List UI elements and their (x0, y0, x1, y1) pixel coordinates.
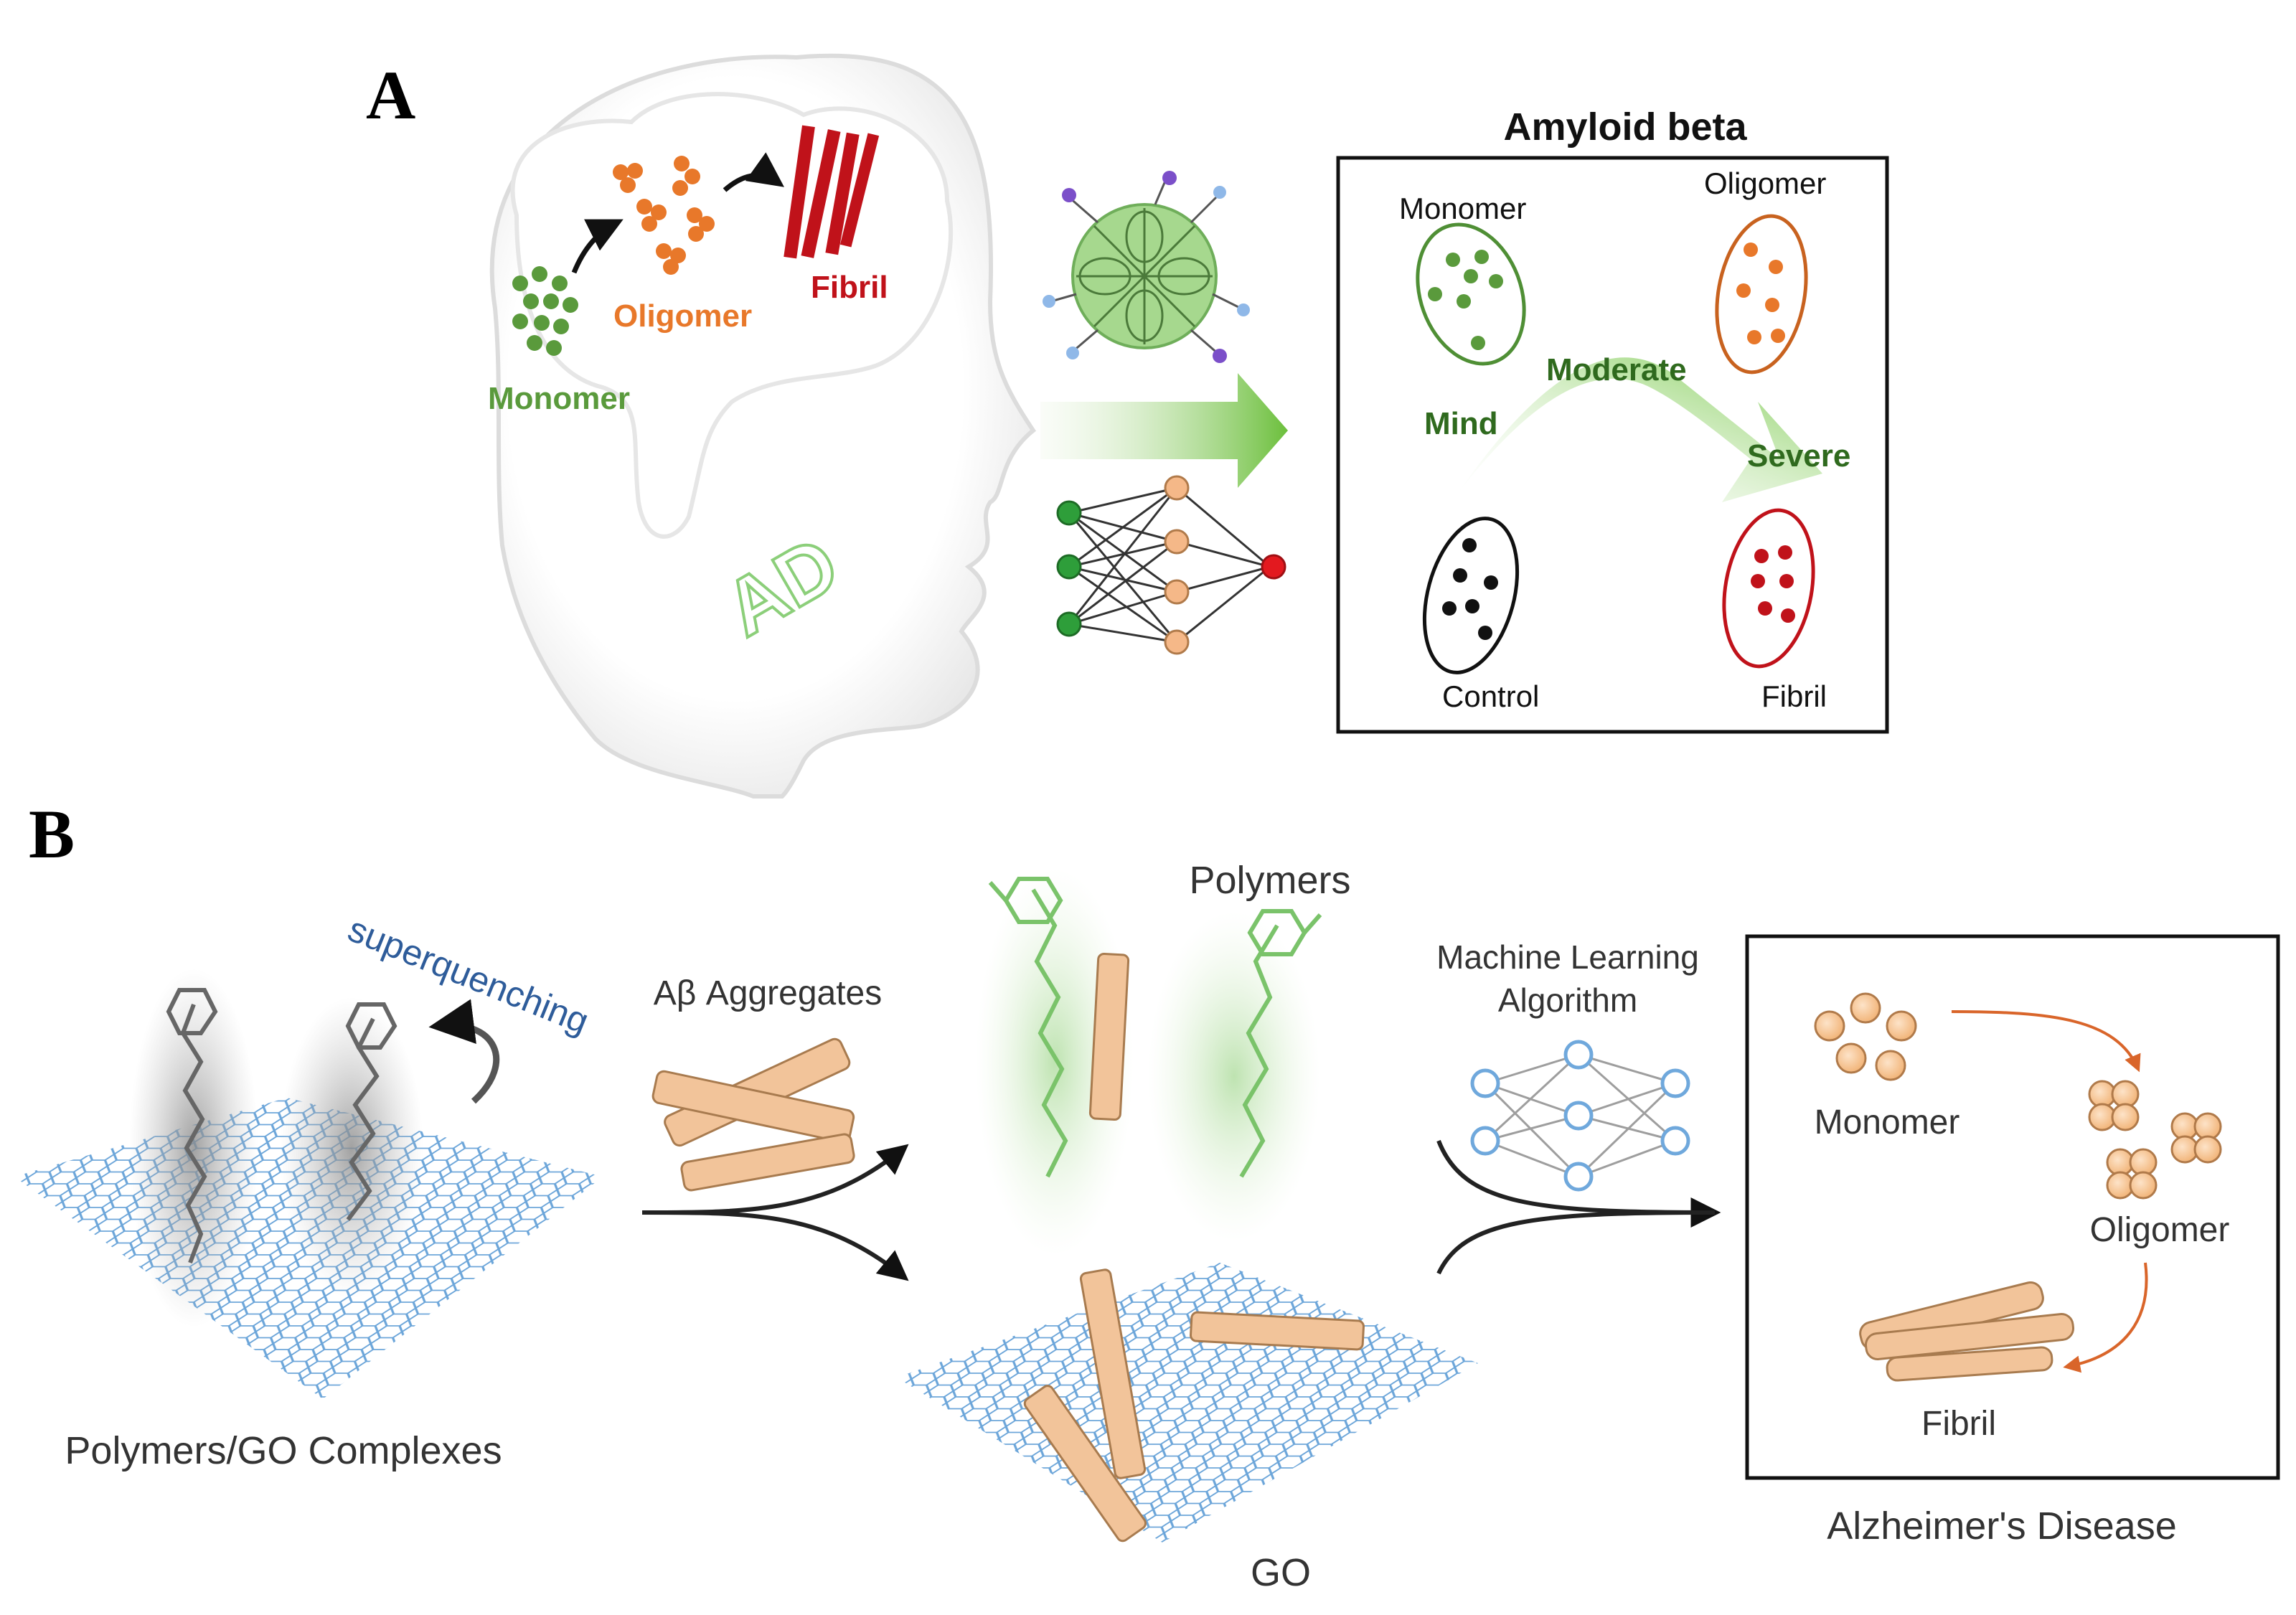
control-label: Control (1442, 679, 1539, 713)
complexes-label: Polymers/GO Complexes (65, 1429, 502, 1472)
go-label: GO (1251, 1551, 1311, 1594)
ml-network-icon (1470, 1040, 1690, 1192)
merge-arrow-bottom (1436, 1210, 1716, 1275)
b-oligomer-beads (2088, 1080, 2222, 1200)
polymers-label: Polymers (1189, 859, 1350, 902)
monomer-to-oligomer-arrow (571, 219, 624, 274)
oligomer-ellipse (1715, 214, 1808, 375)
box-oligomer-dots (1736, 243, 1785, 344)
monomer-ellipse (1416, 222, 1526, 366)
polymers-icon (976, 868, 1322, 1256)
ml-label-line2: Algorithm (1498, 981, 1637, 1019)
control-ellipse (1422, 517, 1520, 674)
go-sheet (897, 1263, 1478, 1543)
head-fibril-label: Fibril (811, 270, 888, 305)
alzheimers-disease-label: Alzheimer's Disease (1827, 1505, 2176, 1548)
b-monomer-beads (1814, 992, 1917, 1081)
box-oligomer-label: Oligomer (1704, 166, 1826, 200)
b-monomer-label: Monomer (1815, 1103, 1960, 1141)
panel-a-label: A (366, 57, 415, 133)
fibril-bars (784, 125, 880, 259)
severe-label: Severe (1747, 438, 1850, 474)
amyloid-beta-title: Amyloid beta (1503, 105, 1747, 149)
b-fibril-strands (1859, 1281, 2075, 1382)
b-fibril-label: Fibril (1921, 1405, 1996, 1443)
box-fibril-label: Fibril (1761, 679, 1827, 713)
box-fibril-dots (1751, 545, 1795, 623)
panel-b-label: B (29, 796, 75, 872)
b-oligomer-label: Oligomer (2090, 1211, 2230, 1249)
ml-label-line1: Machine Learning (1436, 938, 1699, 976)
moderate-label: Moderate (1546, 352, 1687, 387)
severity-curve-arrow (1457, 357, 1822, 502)
panel-a-flow-arrow (1040, 373, 1288, 488)
split-arrow-down (641, 1210, 909, 1281)
neural-network-icon (1056, 475, 1286, 655)
head-oligomer-label: Oligomer (613, 298, 752, 334)
nanoparticle-icon (1043, 171, 1250, 363)
polymers-go-complex (14, 969, 603, 1399)
oligomer-to-fibril-b-arrow (2063, 1262, 2148, 1373)
fibril-ellipse (1722, 508, 1815, 669)
monomer-dots (512, 266, 578, 356)
ab-aggregates-label: Aβ Aggregates (654, 974, 882, 1012)
box-monomer-label: Monomer (1399, 192, 1526, 225)
ab-aggregates-icon (651, 1037, 855, 1192)
oligomer-to-fibril-arrow (723, 152, 784, 192)
head-silhouette (489, 53, 1037, 799)
monomer-to-oligomer-b-arrow (1951, 1010, 2141, 1073)
superquenching-arrow (428, 999, 500, 1104)
head-monomer-label: Monomer (488, 381, 630, 416)
mind-label: Mind (1424, 406, 1498, 441)
oligomer-clusters (613, 156, 715, 275)
box-monomer-dots (1428, 250, 1503, 350)
control-dots (1442, 538, 1498, 640)
